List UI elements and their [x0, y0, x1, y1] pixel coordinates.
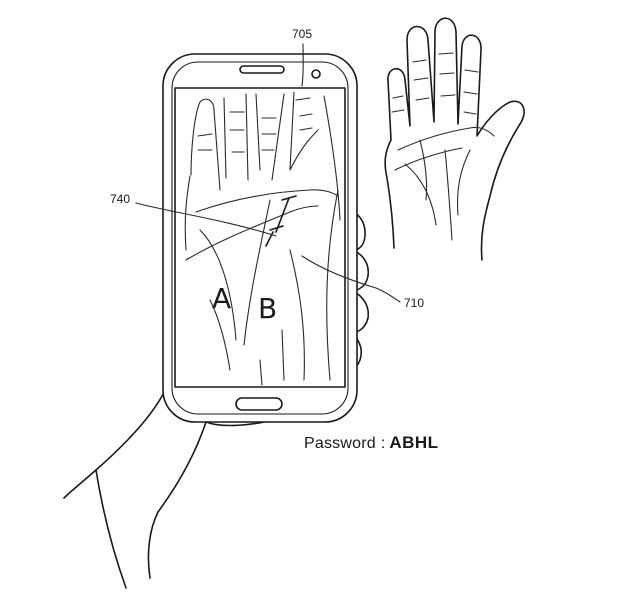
reference-numeral-740: 740 [110, 192, 130, 206]
password-caption: Password:ABHL [304, 433, 439, 453]
password-separator: : [380, 435, 386, 452]
phone-screen [174, 87, 346, 388]
smartphone [162, 53, 358, 423]
reference-numeral-710: 710 [404, 296, 424, 310]
reference-leaders [135, 43, 401, 303]
glyph-b: B [258, 292, 277, 325]
password-label: Password [304, 435, 376, 452]
reference-open-hand [384, 17, 525, 261]
speaker-slot [239, 65, 285, 74]
password-value: ABHL [389, 433, 439, 452]
home-button [235, 397, 283, 411]
front-camera [311, 69, 321, 79]
reference-numeral-705: 705 [292, 27, 312, 41]
glyph-a: A [212, 282, 231, 315]
screen-palm-image [184, 91, 341, 386]
